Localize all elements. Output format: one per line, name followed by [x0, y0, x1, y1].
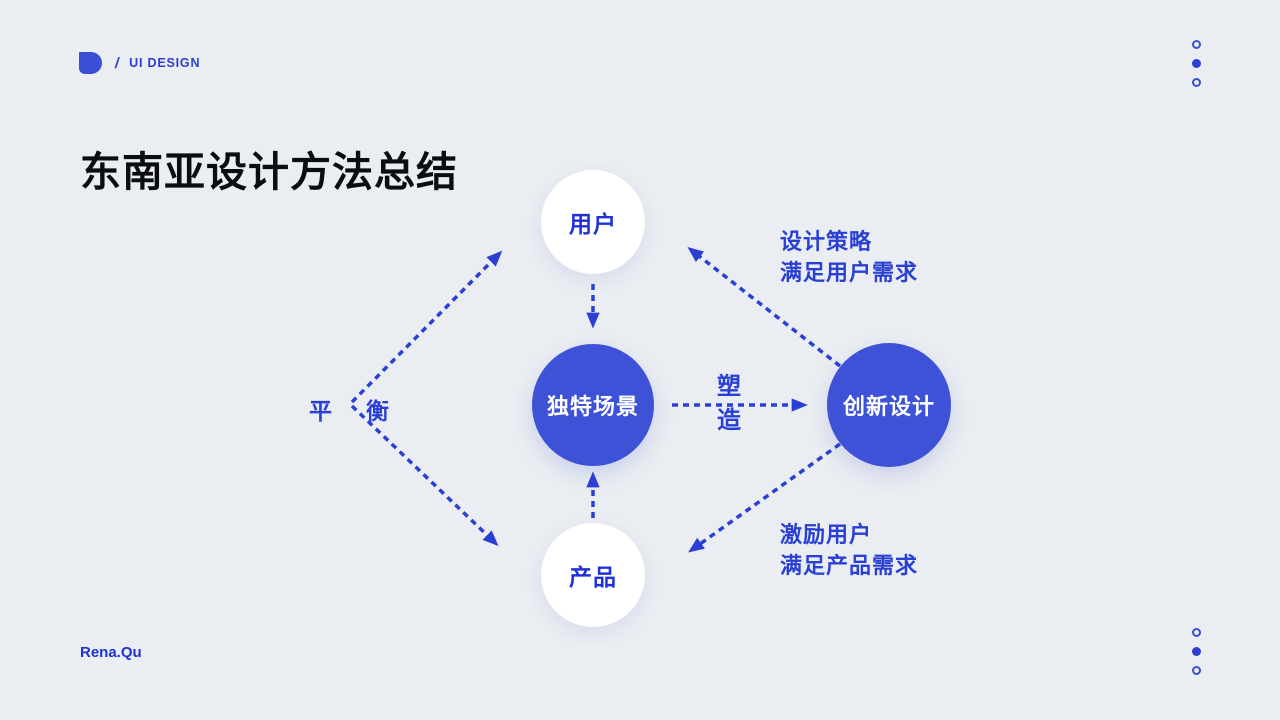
node-innovative-design: 创新设计	[827, 343, 951, 467]
dot-filled-icon	[1192, 647, 1201, 656]
balance-label-right: 衡	[366, 398, 389, 424]
edge-balance-to-user	[350, 250, 503, 404]
dots-decoration-top	[1192, 40, 1201, 87]
node-product-label: 产品	[569, 564, 617, 590]
dots-decoration-bottom	[1192, 628, 1201, 675]
balance-label-left: 平	[309, 398, 332, 424]
node-product: 产品	[541, 523, 645, 627]
dot-ring-icon	[1192, 628, 1201, 637]
annotation-design-strategy-line1: 设计策略	[780, 229, 873, 254]
shape-label-bottom: 造	[717, 407, 741, 434]
brand-logo-icon	[79, 52, 102, 74]
dot-filled-icon	[1192, 59, 1201, 68]
edge-balance-to-product	[350, 404, 499, 547]
edge-design-to-product	[688, 442, 842, 553]
node-user-label: 用户	[569, 211, 617, 237]
dot-ring-icon	[1192, 666, 1201, 675]
node-unique-scene: 独特场景	[532, 344, 654, 466]
node-innovative-design-label: 创新设计	[842, 394, 935, 419]
page-title: 东南亚设计方法总结	[80, 149, 458, 195]
author-credit: Rena.Qu	[80, 644, 142, 661]
annotation-design-strategy: 设计策略 满足用户需求	[780, 226, 918, 288]
dot-ring-icon	[1192, 40, 1201, 49]
dot-ring-icon	[1192, 78, 1201, 87]
node-unique-scene-label: 独特场景	[546, 394, 639, 419]
annotation-motivate-users: 激励用户 满足产品需求	[780, 519, 918, 581]
annotation-design-strategy-line2: 满足用户需求	[780, 260, 919, 285]
brand-label: UI DESIGN	[129, 56, 201, 70]
annotation-motivate-users-line2: 满足产品需求	[780, 553, 919, 578]
edge-design-to-user	[687, 246, 842, 368]
brand: / UI DESIGN	[79, 52, 200, 74]
node-user: 用户	[541, 170, 645, 274]
annotation-motivate-users-line1: 激励用户	[780, 522, 873, 547]
shape-label: 塑 造	[712, 370, 746, 438]
shape-label-top: 塑	[717, 373, 741, 400]
